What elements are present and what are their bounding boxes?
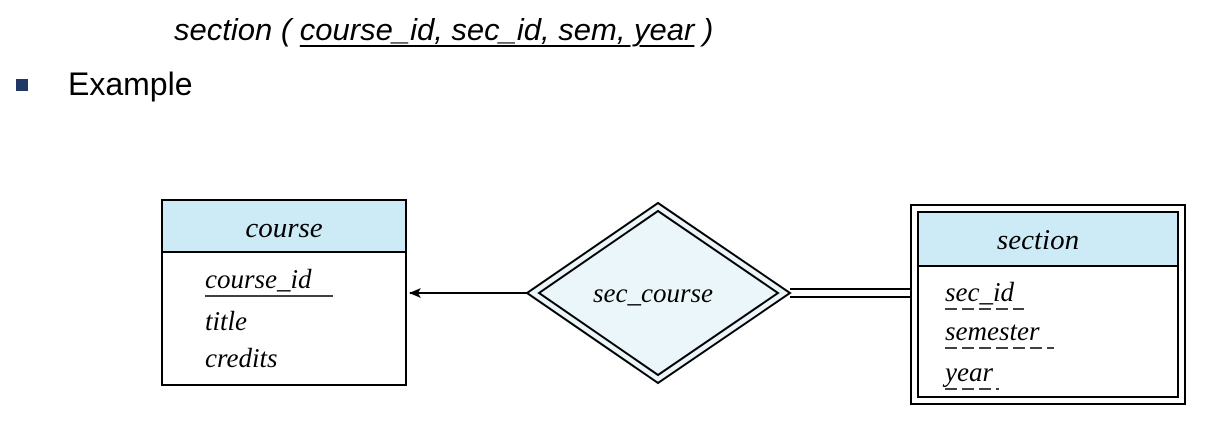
entity-course-name: course	[245, 212, 322, 244]
entity-section-outer-box	[910, 204, 1186, 405]
entity-section-inner-box	[917, 211, 1179, 398]
schema-open-paren: (	[272, 12, 300, 47]
attribute-sec-id: sec_id	[945, 277, 1014, 307]
attribute-credits: credits	[205, 343, 277, 373]
entity-course-header	[162, 200, 406, 252]
attribute-semester: semester	[945, 316, 1040, 346]
relationship-name: sec_course	[593, 278, 713, 308]
example-label: Example	[68, 66, 193, 102]
entity-course: course course_id title credits	[161, 199, 407, 386]
bullet-square-icon	[16, 79, 28, 91]
entity-section-weak: section sec_id semester year	[910, 204, 1186, 405]
relationship-outer-diamond	[525, 201, 792, 385]
attribute-year: year	[942, 357, 993, 387]
entity-section-header	[918, 212, 1178, 266]
schema-relation: section	[174, 12, 273, 47]
entity-course-box	[161, 199, 407, 386]
attribute-title: title	[205, 306, 247, 336]
relationship-sec-course: sec_course	[525, 201, 792, 385]
schema-key-attributes: course_id, sec_id, sem, year	[299, 12, 695, 47]
attribute-course-id: course_id	[205, 264, 312, 294]
schema-close-paren: )	[694, 12, 714, 47]
entity-section-name: section	[997, 224, 1079, 256]
schema-line: section ( course_id, sec_id, sem, year )	[174, 12, 713, 48]
relationship-inner-diamond	[537, 209, 780, 377]
